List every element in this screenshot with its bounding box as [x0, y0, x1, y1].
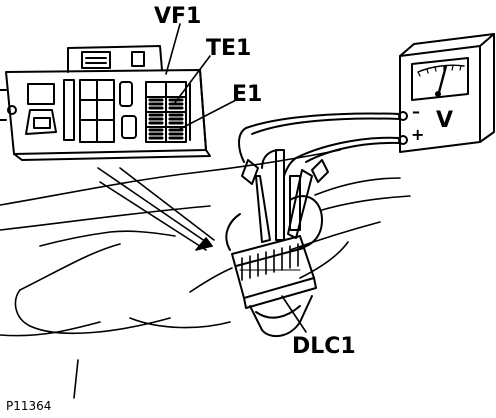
dlc1-connector [225, 149, 329, 338]
ecu-connector [0, 45, 211, 161]
figure-id: P11364 [6, 399, 52, 413]
test-leads [238, 112, 401, 177]
te1-label: TE1 [206, 36, 252, 61]
callout-leaders [165, 23, 307, 333]
e1-label: E1 [232, 82, 263, 107]
dlc1-label: DLC1 [292, 334, 356, 359]
vf1-label: VF1 [154, 4, 202, 29]
voltmeter [398, 33, 495, 153]
voltmeter-unit-label: V [436, 108, 454, 133]
voltmeter-plus-sign: + [411, 125, 425, 144]
vehicle-body-lines [0, 149, 411, 399]
location-arrow [97, 167, 215, 251]
voltmeter-minus-sign: – [412, 102, 420, 121]
